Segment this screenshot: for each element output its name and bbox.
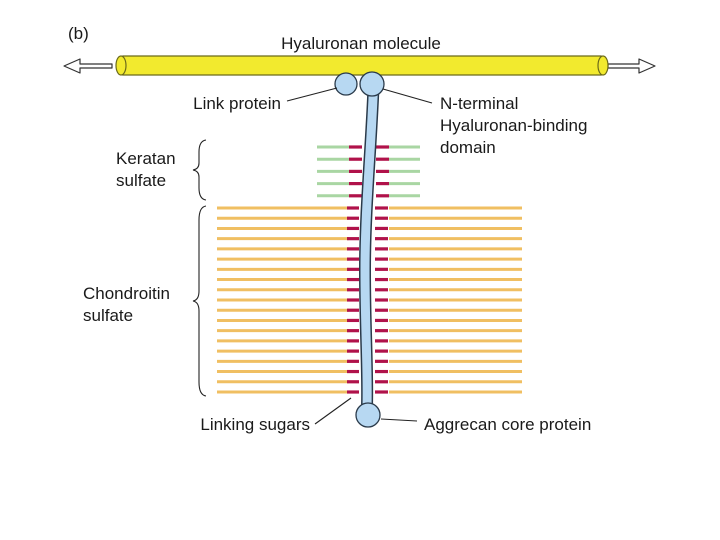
linking-sugars-label: Linking sugars: [200, 415, 310, 434]
linking-sugars-leader: [314, 397, 352, 425]
aggrecan-core-protein: [355, 71, 385, 428]
chondroitin-sulfate-label: Chondroitin sulfate: [83, 284, 175, 325]
link-protein-shape: [334, 72, 358, 96]
chondroitin-sulfate-chains: [217, 206, 522, 394]
hyaluronan-label: Hyaluronan molecule: [281, 34, 441, 53]
core-protein-label: Aggrecan core protein: [424, 415, 591, 434]
arrow-left-icon: [63, 58, 113, 74]
panel-label: (b): [68, 24, 89, 43]
n-terminal-domain: [359, 71, 385, 97]
n-terminal-label: N-terminal Hyaluronan-binding domain: [440, 94, 592, 157]
chondroitin-brace: [192, 205, 207, 397]
keratan-brace: [192, 139, 207, 201]
keratan-sulfate-chains: [317, 145, 420, 198]
n-terminal-leader: [382, 88, 433, 104]
link-protein-leader: [286, 87, 338, 102]
c-terminal-domain: [355, 402, 381, 428]
linking-sugars-marks: [347, 145, 389, 394]
link-protein-label: Link protein: [193, 94, 281, 113]
core-protein-leader: [380, 418, 418, 422]
arrow-right-icon: [607, 58, 656, 74]
hyaluronan-molecule: [115, 55, 609, 76]
keratan-sulfate-label: Keratan sulfate: [116, 149, 180, 190]
